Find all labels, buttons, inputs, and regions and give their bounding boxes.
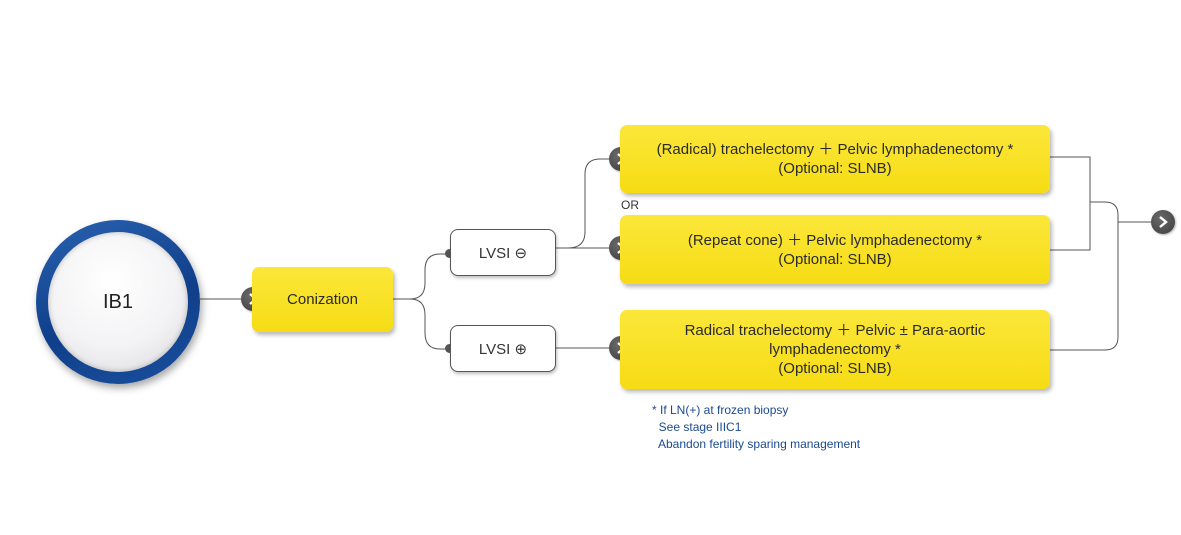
stage-node: IB1 xyxy=(36,220,200,384)
lvsi-positive-label: LVSI ⊕ xyxy=(478,340,528,358)
repeat-cone-line2: (Optional: SLNB) xyxy=(778,250,892,268)
connector-dot xyxy=(445,344,454,353)
repeat-cone-option-node: (Repeat cone) ＋ Pelvic lymphadenectomy *… xyxy=(620,215,1050,284)
conization-node: Conization xyxy=(252,267,393,332)
trachelectomy-line2: (Optional: SLNB) xyxy=(778,160,892,177)
trachelectomy-option-node: (Radical) trachelectomy ＋ Pelvic lymphad… xyxy=(620,125,1050,193)
or-label: OR xyxy=(621,198,639,212)
trachelectomy-line1: (Radical) trachelectomy ＋ Pelvic lymphad… xyxy=(656,141,1014,158)
connector-merge-bottom xyxy=(1050,201,1119,351)
footnote-line3: Abandon fertility sparing management xyxy=(652,437,861,451)
radical-trachelectomy-option-node: Radical trachelectomy ＋ Pelvic ± Para-ao… xyxy=(620,310,1050,389)
connector-lvsi-neg-to-trachelectomy xyxy=(556,158,610,249)
repeat-cone-line1: (Repeat cone) ＋ Pelvic lymphadenectomy * xyxy=(687,231,983,249)
conization-label: Conization xyxy=(287,291,358,308)
connector-dot xyxy=(445,249,454,258)
connector-conization-to-lvsi-neg xyxy=(393,253,452,300)
lvsi-negative-node: LVSI ⊖ xyxy=(450,229,556,276)
lvsi-negative-label: LVSI ⊖ xyxy=(478,244,528,262)
radical-line3: (Optional: SLNB) xyxy=(778,360,892,377)
connector-conization-to-lvsi-pos xyxy=(409,298,452,350)
radical-line1: Radical trachelectomy ＋ Pelvic ± Para-ao… xyxy=(684,322,986,339)
footnote-line2: See stage IIIC1 xyxy=(652,420,742,434)
lvsi-positive-node: LVSI ⊕ xyxy=(450,325,556,372)
stage-label: IB1 xyxy=(48,232,188,372)
footnote-line1: * If LN(+) at frozen biopsy xyxy=(652,403,789,417)
footnote: * If LN(+) at frozen biopsy See stage II… xyxy=(652,402,860,453)
radical-line2: lymphadenectomy * xyxy=(769,341,901,358)
chevron-right-icon xyxy=(1151,210,1175,234)
connector-merge-top xyxy=(1050,156,1091,251)
